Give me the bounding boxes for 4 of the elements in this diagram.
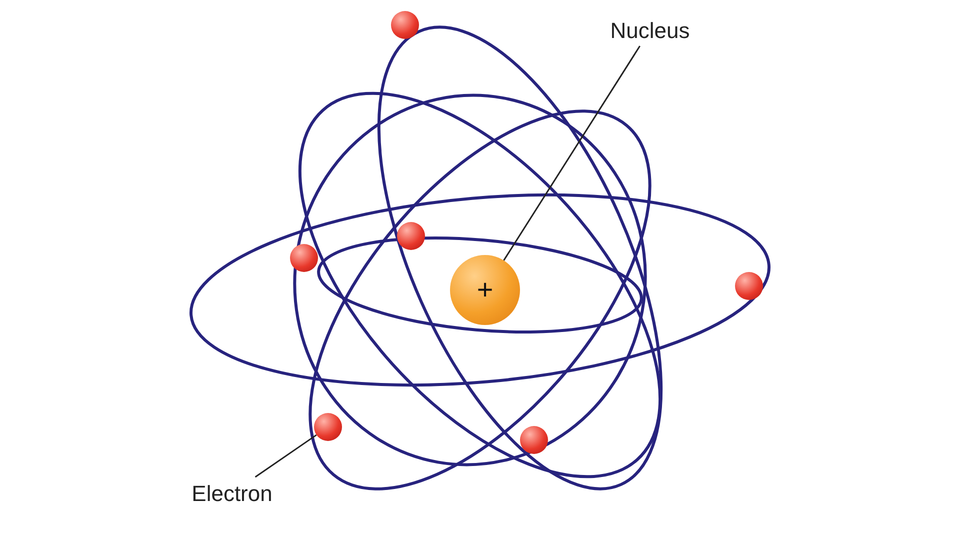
callout-label: Electron <box>192 480 272 508</box>
callout-label: Nucleus <box>610 16 690 44</box>
plus-sign: + <box>476 276 494 304</box>
leader-line <box>254 434 317 478</box>
